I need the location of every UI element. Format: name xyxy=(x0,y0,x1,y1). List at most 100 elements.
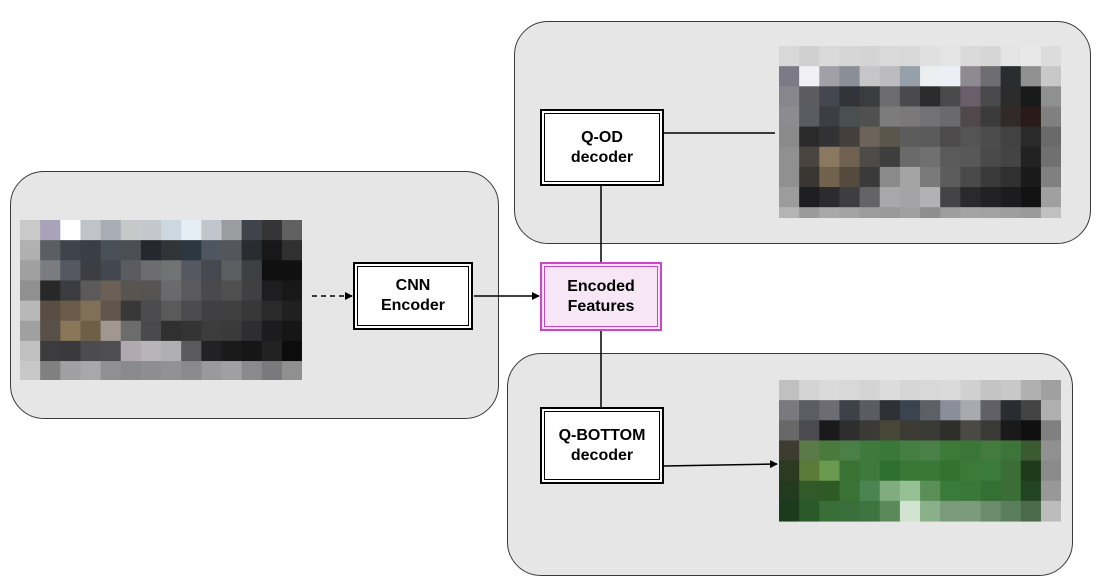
mosaic-cell xyxy=(1020,66,1042,87)
qbottom-decoder-node: Q-BOTTOM decoder xyxy=(540,407,664,484)
mosaic-cell xyxy=(899,106,921,128)
mosaic-cell xyxy=(920,207,941,218)
mosaic-cell xyxy=(161,320,182,342)
mosaic-cell xyxy=(161,240,182,261)
mosaic-cell xyxy=(839,46,861,67)
mosaic-cell xyxy=(879,146,901,168)
mosaic-cell xyxy=(60,340,81,362)
mosaic-cell xyxy=(859,66,881,87)
mosaic-cell xyxy=(879,207,901,218)
mosaic-cell xyxy=(1000,480,1022,502)
mosaic-cell xyxy=(1040,86,1061,107)
mosaic-cell xyxy=(819,420,840,441)
mosaic-cell xyxy=(1020,440,1042,462)
mosaic-cell xyxy=(799,86,820,107)
mosaic-cell xyxy=(241,240,263,261)
mosaic-cell xyxy=(980,480,1002,502)
mosaic-cell xyxy=(960,86,981,107)
mosaic-cell xyxy=(201,240,222,261)
qbottom-output-image xyxy=(779,380,1061,522)
mosaic-cell xyxy=(281,340,302,362)
mosaic-cell xyxy=(221,240,243,261)
mosaic-cell xyxy=(80,280,102,302)
mosaic-cell xyxy=(140,260,162,281)
qod-decoder-node: Q-OD decoder xyxy=(540,109,664,186)
mosaic-cell xyxy=(161,361,182,380)
mosaic-cell xyxy=(920,500,941,522)
mosaic-cell xyxy=(261,240,283,261)
mosaic-cell xyxy=(1040,380,1061,401)
mosaic-cell xyxy=(819,207,840,218)
mosaic-cell xyxy=(819,106,840,128)
mosaic-cell xyxy=(899,400,921,421)
mosaic-cell xyxy=(960,66,981,87)
mosaic-cell xyxy=(1040,440,1061,462)
mosaic-cell xyxy=(839,440,861,462)
mosaic-cell xyxy=(140,340,162,362)
mosaic-cell xyxy=(799,480,820,502)
mosaic-cell xyxy=(799,146,820,168)
mosaic-cell xyxy=(799,420,820,441)
mosaic-cell xyxy=(980,66,1002,87)
mosaic-cell xyxy=(181,320,202,342)
mosaic-cell xyxy=(799,66,820,87)
mosaic-cell xyxy=(80,340,102,362)
mosaic-cell xyxy=(1020,106,1042,128)
mosaic-cell xyxy=(20,340,41,362)
mosaic-cell xyxy=(1020,86,1042,107)
mosaic-cell xyxy=(40,320,61,342)
mosaic-cell xyxy=(1040,207,1061,218)
mosaic-cell xyxy=(779,207,800,218)
mosaic-cell xyxy=(120,280,142,302)
mosaic-cell xyxy=(100,340,122,362)
mosaic-cell xyxy=(960,420,981,441)
mosaic-cell xyxy=(241,340,263,362)
mosaic-cell xyxy=(980,86,1002,107)
mosaic-cell xyxy=(241,320,263,342)
mosaic-cell xyxy=(779,187,800,208)
mosaic-cell xyxy=(1000,460,1022,482)
mosaic-cell xyxy=(859,440,881,462)
mosaic-cell xyxy=(819,146,840,168)
mosaic-cell xyxy=(899,420,921,441)
mosaic-cell xyxy=(940,420,961,441)
mosaic-cell xyxy=(221,260,243,281)
mosaic-cell xyxy=(241,280,263,302)
mosaic-cell xyxy=(980,440,1002,462)
mosaic-cell xyxy=(1040,146,1061,168)
mosaic-cell xyxy=(20,361,41,380)
mosaic-cell xyxy=(80,220,102,241)
mosaic-cell xyxy=(60,320,81,342)
mosaic-cell xyxy=(879,86,901,107)
mosaic-cell xyxy=(1020,460,1042,482)
mosaic-cell xyxy=(779,420,800,441)
mosaic-cell xyxy=(40,361,61,380)
mosaic-cell xyxy=(819,166,840,188)
mosaic-cell xyxy=(839,207,861,218)
mosaic-cell xyxy=(980,500,1002,522)
mosaic-cell xyxy=(40,340,61,362)
input-image xyxy=(20,220,302,380)
mosaic-cell xyxy=(261,260,283,281)
mosaic-cell xyxy=(221,280,243,302)
mosaic-cell xyxy=(920,86,941,107)
mosaic-cell xyxy=(1040,460,1061,482)
mosaic-cell xyxy=(899,166,921,188)
mosaic-cell xyxy=(140,220,162,241)
mosaic-cell xyxy=(1000,126,1022,148)
mosaic-cell xyxy=(819,380,840,401)
mosaic-cell xyxy=(1020,146,1042,168)
mosaic-cell xyxy=(100,260,122,281)
mosaic-cell xyxy=(960,460,981,482)
mosaic-cell xyxy=(181,220,202,241)
mosaic-cell xyxy=(859,166,881,188)
mosaic-cell xyxy=(899,380,921,401)
mosaic-cell xyxy=(1000,440,1022,462)
mosaic-cell xyxy=(221,320,243,342)
mosaic-cell xyxy=(80,320,102,342)
mosaic-cell xyxy=(1000,420,1022,441)
mosaic-cell xyxy=(879,126,901,148)
mosaic-cell xyxy=(20,320,41,342)
mosaic-cell xyxy=(261,280,283,302)
mosaic-cell xyxy=(920,166,941,188)
